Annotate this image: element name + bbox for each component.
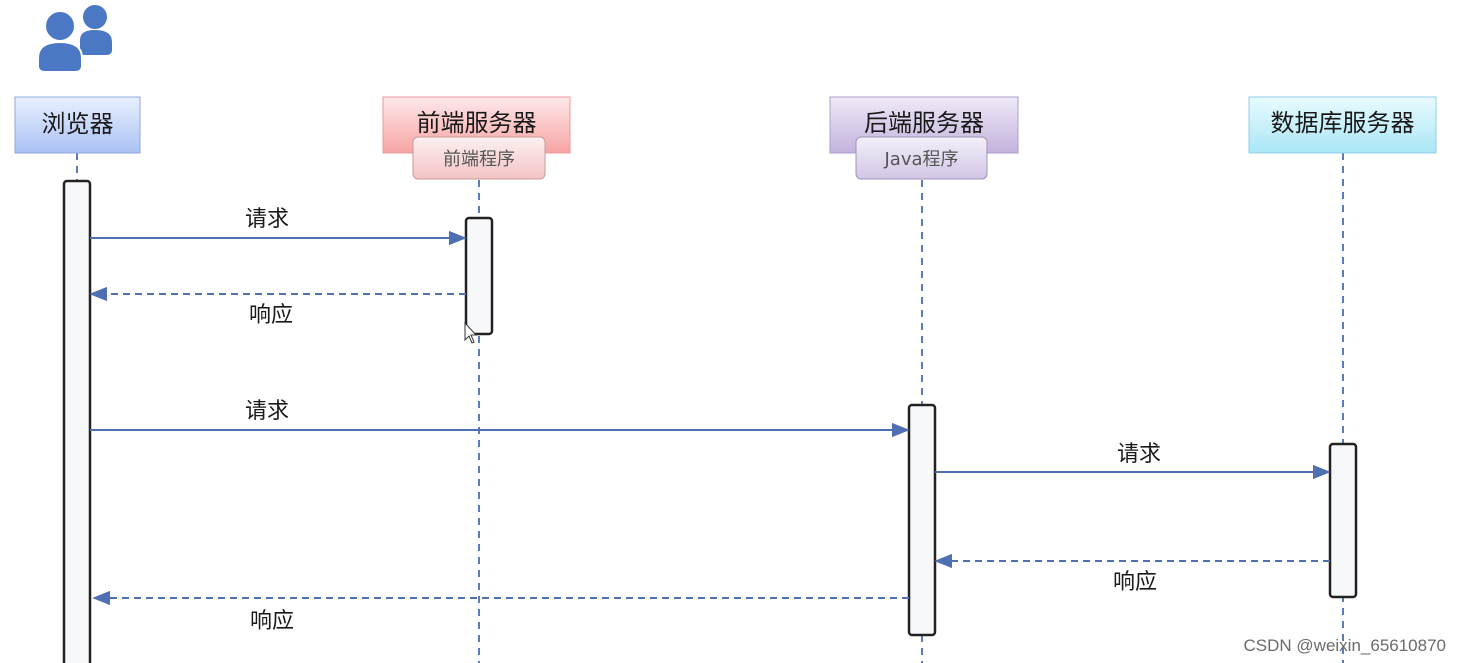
- participant-database: 数据库服务器: [1248, 96, 1437, 154]
- message-3-label: 请求: [245, 399, 289, 424]
- participant-database-label: 数据库服务器: [1271, 109, 1415, 137]
- watermark: CSDN @weixin_65610870: [1244, 636, 1446, 655]
- participant-frontend-label: 前端服务器: [417, 109, 537, 137]
- participant-frontend: 前端服务器 前端程序: [382, 96, 571, 180]
- users-icon: [37, 5, 112, 73]
- backend-activation: [907, 403, 937, 637]
- message-4-label: 请求: [1117, 442, 1161, 467]
- message-6: 响应: [92, 590, 909, 634]
- participant-backend: 后端服务器 Java程序: [829, 96, 1019, 180]
- message-5: 响应: [934, 553, 1330, 595]
- message-2: 响应: [89, 286, 466, 328]
- participant-backend-label: 后端服务器: [864, 109, 984, 137]
- message-1: 请求: [90, 207, 467, 246]
- participant-browser-label: 浏览器: [42, 110, 114, 138]
- message-6-label: 响应: [250, 609, 294, 634]
- message-1-label: 请求: [245, 207, 289, 232]
- database-activation: [1328, 442, 1358, 599]
- browser-activation: [62, 179, 92, 663]
- frontend-activation: [464, 216, 494, 336]
- mouse-cursor-icon: [464, 321, 478, 344]
- participant-browser: 浏览器: [14, 96, 141, 154]
- message-4: 请求: [935, 442, 1331, 480]
- java-program-label: Java程序: [883, 149, 958, 170]
- frontend-program-label: 前端程序: [443, 149, 515, 170]
- message-2-label: 响应: [249, 303, 293, 328]
- message-5-label: 响应: [1113, 570, 1157, 595]
- message-3: 请求: [90, 399, 910, 438]
- activations: [62, 179, 1358, 663]
